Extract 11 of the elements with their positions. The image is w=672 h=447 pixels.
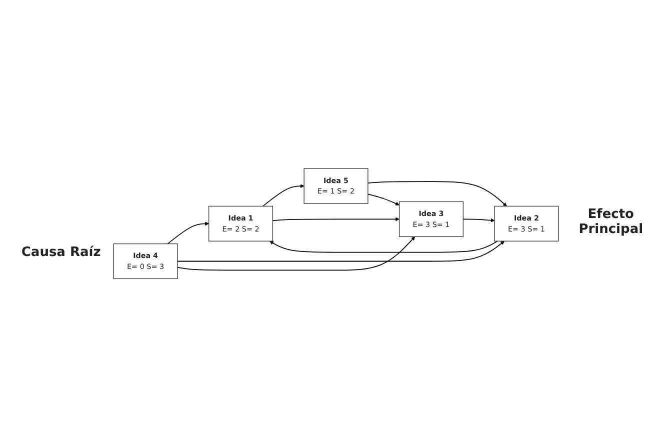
arrow <box>368 180 507 206</box>
arrow <box>262 184 304 206</box>
arrow <box>167 222 209 244</box>
arrow <box>177 236 416 270</box>
arrow <box>272 217 400 221</box>
arrow <box>368 194 400 206</box>
arrow <box>270 240 498 253</box>
node-caption: Causa Raíz <box>20 245 102 260</box>
node-caption: Efecto Principal <box>578 207 644 238</box>
arrow <box>462 218 495 222</box>
arrow <box>177 240 505 262</box>
